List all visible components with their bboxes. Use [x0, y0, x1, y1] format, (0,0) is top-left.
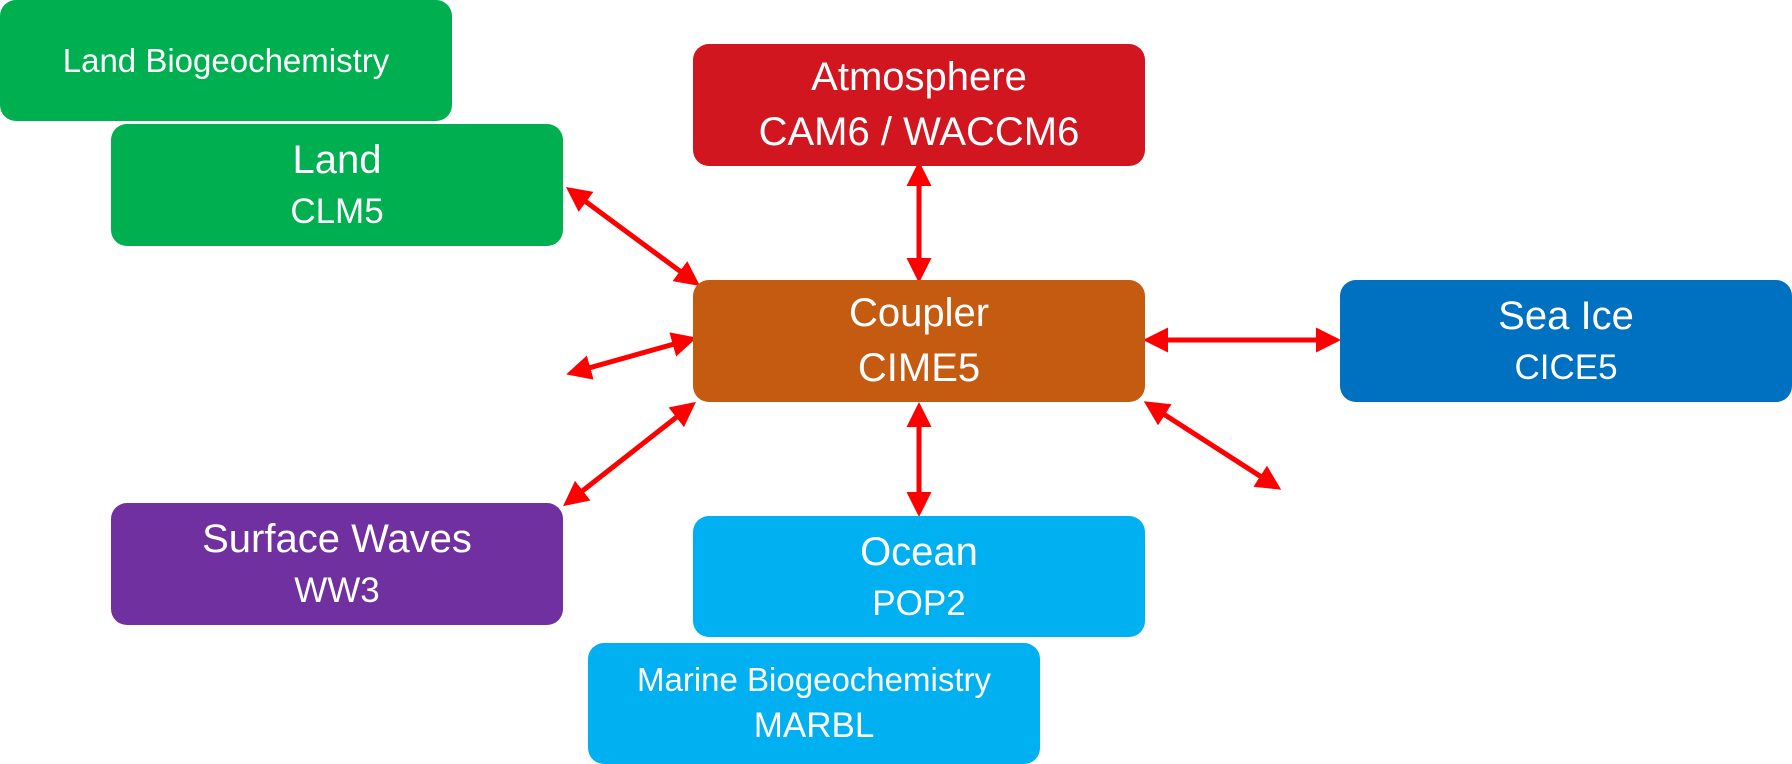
land-box: Land CLM5 [111, 124, 563, 246]
arrow-coupler-unlabeled-lower-right [1143, 401, 1282, 490]
coupler-box: Coupler CIME5 [693, 280, 1145, 402]
sea-ice-title: Sea Ice [1498, 294, 1634, 339]
marine-biogeochemistry-box: Marine Biogeochemistry MARBL [588, 643, 1040, 764]
atmosphere-box: Atmosphere CAM6 / WACCM6 [693, 44, 1145, 166]
ocean-title: Ocean [860, 529, 978, 574]
arrow-coupler-waves [563, 401, 696, 507]
arrow-coupler-unlabeled-left [566, 332, 697, 380]
land-model-name: CLM5 [290, 192, 384, 232]
land-biogeochemistry-title: Land Biogeochemistry [62, 41, 390, 79]
sea-ice-box: Sea Ice CICE5 [1340, 280, 1792, 402]
sea-ice-model-name: CICE5 [1514, 348, 1618, 388]
arrow-land-coupler [565, 187, 701, 286]
surface-waves-model-name: WW3 [294, 571, 380, 611]
surface-waves-title: Surface Waves [202, 517, 472, 562]
ocean-box: Ocean POP2 [693, 516, 1145, 637]
surface-waves-box: Surface Waves WW3 [111, 503, 563, 625]
coupler-model-name: CIME5 [857, 346, 981, 390]
land-title: Land [292, 138, 382, 183]
ocean-model-name: POP2 [872, 583, 966, 623]
atmosphere-model-name: CAM6 / WACCM6 [758, 110, 1080, 154]
marine-biogeochemistry-title: Marine Biogeochemistry [637, 660, 991, 698]
coupler-title: Coupler [848, 290, 990, 335]
marine-biogeochemistry-model-name: MARBL [753, 706, 875, 746]
atmosphere-title: Atmosphere [811, 54, 1027, 99]
land-biogeochemistry-box: Land Biogeochemistry [0, 0, 452, 121]
